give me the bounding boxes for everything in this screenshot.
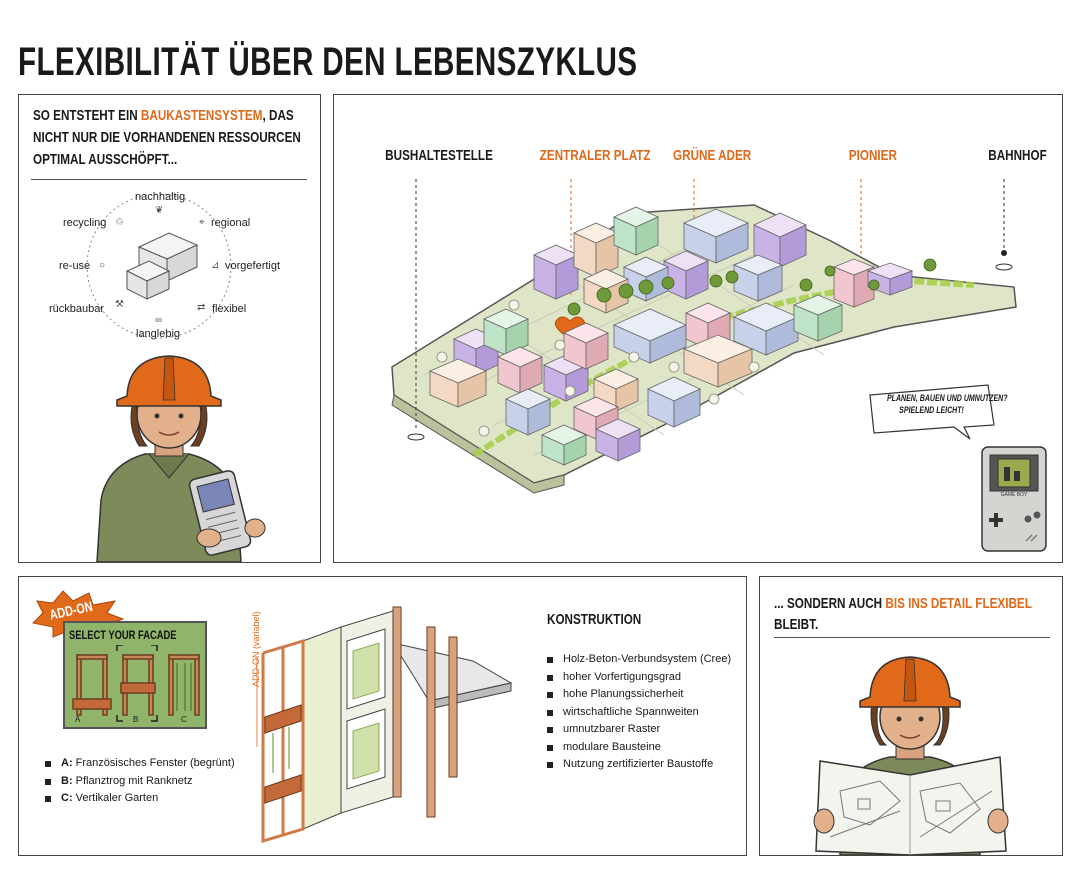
konstruktion-item: wirtschaftliche Spannweiten bbox=[547, 704, 731, 722]
gameboy-label: GAME BOY bbox=[1000, 492, 1028, 498]
construction-axonometric bbox=[256, 606, 513, 844]
select-facade-card: SELECT YOUR FACADE A B C bbox=[63, 621, 207, 729]
building-block bbox=[733, 302, 799, 356]
divider bbox=[774, 637, 1050, 638]
facade-option: A: Französisches Fenster (begrünt) bbox=[45, 755, 235, 773]
worker-tablet-illustration bbox=[96, 355, 266, 562]
building-block bbox=[792, 294, 844, 342]
building-block bbox=[583, 268, 629, 314]
building-block bbox=[683, 208, 749, 264]
facade-option: C: Vertikaler Garten bbox=[45, 790, 235, 808]
label-bushaltestelle: BUSHALTESTELLE bbox=[385, 147, 493, 164]
building-block bbox=[732, 254, 784, 302]
facade-option: B: Pflanztrog mit Ranknetz bbox=[45, 773, 235, 791]
outro-highlight: BIS INS DETAIL FLEXIBEL bbox=[885, 595, 1032, 612]
panel-facade: ADD-ON SELECT YOUR FACADE A B C A: Franz… bbox=[18, 576, 747, 856]
building-block bbox=[497, 346, 543, 394]
label-nachhaltig: nachhaltig bbox=[135, 191, 186, 203]
konstruktion-title: KONSTRUKTION bbox=[547, 611, 642, 628]
gameboy-icon bbox=[981, 446, 1047, 552]
building-block bbox=[595, 418, 641, 462]
building-block bbox=[663, 250, 709, 300]
label-rueckbaubar: rückbaubar bbox=[49, 303, 105, 315]
option-tag-c: C bbox=[181, 715, 187, 724]
building-block bbox=[533, 244, 579, 300]
infinity-icon: ∞ bbox=[155, 315, 163, 326]
building-block bbox=[613, 206, 659, 256]
page-title: FLEXIBILITÄT ÜBER DEN LEBENSZYKLUS bbox=[18, 40, 638, 84]
intro-text: SO ENTSTEHT EIN BAUKASTENSYSTEM, DAS NIC… bbox=[33, 107, 301, 168]
arrows-icon: ⇄ bbox=[197, 302, 206, 313]
facade-options-list: A: Französisches Fenster (begrünt) B: Pf… bbox=[45, 755, 235, 808]
building-block bbox=[682, 334, 754, 388]
konstruktion-list: Holz-Beton-Verbundsystem (Cree) hoher Vo… bbox=[547, 651, 731, 774]
pin-icon: ⌖ bbox=[199, 217, 205, 228]
modular-block-icon bbox=[125, 232, 199, 300]
building-block bbox=[613, 308, 687, 364]
recycle-icon: ♲ bbox=[115, 217, 124, 228]
building-block bbox=[573, 396, 619, 440]
building-block bbox=[647, 376, 701, 428]
building-block bbox=[505, 388, 551, 436]
label-zentraler-platz: ZENTRALER PLATZ bbox=[539, 147, 651, 164]
label-vorgefertigt: vorgefertigt bbox=[225, 260, 281, 272]
label-langlebig: langlebig bbox=[136, 328, 181, 340]
crane-icon: ⊿ bbox=[211, 260, 220, 271]
label-recycling: recycling bbox=[63, 217, 107, 229]
intro-highlight: BAUKASTENSYSTEM bbox=[140, 107, 263, 124]
speech-bubble bbox=[869, 384, 995, 440]
konstruktion-item: Nutzung zertifizierter Baustoffe bbox=[547, 756, 731, 774]
building-block bbox=[428, 358, 488, 408]
divider bbox=[31, 179, 307, 180]
outro-text: ... SONDERN AUCH BIS INS DETAIL FLEXIBEL… bbox=[774, 595, 1032, 633]
building-block bbox=[541, 424, 587, 466]
select-facade-title: SELECT YOUR FACADE bbox=[69, 628, 177, 642]
building-block bbox=[563, 322, 609, 370]
konstruktion-item: modulare Bausteine bbox=[547, 739, 731, 757]
wrench-icon: ⚒ bbox=[115, 299, 124, 310]
label-bahnhof: BAHNHOF bbox=[988, 147, 1047, 164]
label-flexibel: flexibel bbox=[212, 303, 247, 315]
building-block bbox=[483, 308, 529, 356]
label-regional: regional bbox=[211, 217, 251, 229]
panel-baukasten: SO ENTSTEHT EIN BAUKASTENSYSTEM, DAS NIC… bbox=[18, 94, 321, 563]
site-plan-map bbox=[391, 179, 1047, 552]
cycle-icon: ○ bbox=[99, 260, 106, 271]
option-tag-a: A bbox=[75, 715, 81, 724]
label-pionier: PIONIER bbox=[848, 147, 897, 164]
konstruktion-item: Holz-Beton-Verbundsystem (Cree) bbox=[547, 651, 731, 669]
konstruktion-item: hoher Vorfertigungsgrad bbox=[547, 669, 731, 687]
label-re-use: re-use bbox=[59, 260, 91, 272]
speech-text: PLANEN, BAUEN UND UMNUTZEN? SPIELEND LEI… bbox=[886, 393, 1008, 415]
building-block bbox=[573, 222, 619, 278]
add-on-vertical-label: ADD-ON (variabel) bbox=[251, 611, 261, 687]
building-block bbox=[623, 256, 669, 302]
label-gruene-ader: GRÜNE ADER bbox=[673, 147, 752, 164]
panel-masterplan: BUSHALTESTELLE ZENTRALER PLATZ GRÜNE ADE… bbox=[333, 94, 1063, 563]
sustainability-wheel bbox=[86, 193, 232, 339]
leaf-icon: ❦ bbox=[155, 205, 164, 216]
worker-plan-illustration bbox=[813, 656, 1009, 855]
panel-detail: ... SONDERN AUCH BIS INS DETAIL FLEXIBEL… bbox=[759, 576, 1063, 856]
konstruktion-item: umnutzbarer Raster bbox=[547, 721, 731, 739]
option-tag-b: B bbox=[133, 715, 139, 724]
konstruktion-item: hohe Planungssicherheit bbox=[547, 686, 731, 704]
